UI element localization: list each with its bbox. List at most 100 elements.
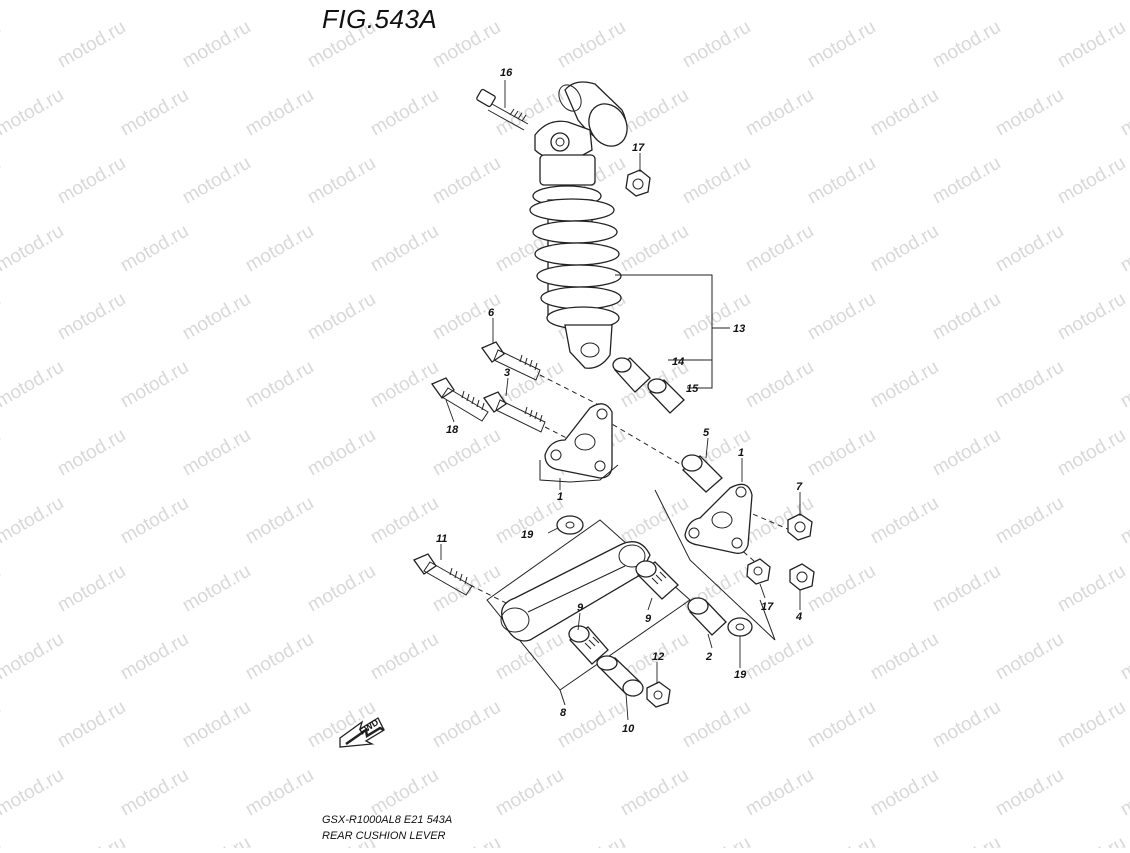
callout-15: 15 xyxy=(686,383,699,395)
watermark-text: motod.ru xyxy=(804,561,879,617)
watermark-text: motod.ru xyxy=(992,85,1067,141)
watermark-text: motod.ru xyxy=(1117,629,1130,685)
watermark-text: motod.ru xyxy=(1054,17,1129,73)
watermark-text: motod.ru xyxy=(242,493,317,549)
watermark-text: motod.ru xyxy=(804,17,879,73)
watermark-text: motod.ru xyxy=(992,493,1067,549)
watermark-text: motod.ru xyxy=(117,357,192,413)
watermark-text: motod.ru xyxy=(242,357,317,413)
watermark-text: motod.ru xyxy=(304,289,379,345)
watermark-text: motod.ru xyxy=(992,357,1067,413)
watermark-text: motod.ru xyxy=(0,221,67,277)
bolt-3 xyxy=(483,391,546,433)
watermark-text: motod.ru xyxy=(1054,833,1129,848)
watermark-text: motod.ru xyxy=(1054,697,1129,753)
washer-19-upper xyxy=(556,515,584,535)
watermark-text: motod.ru xyxy=(429,153,504,209)
watermark-text: motod.ru xyxy=(0,17,4,73)
watermark-text: motod.ru xyxy=(0,561,4,617)
watermark-text: motod.ru xyxy=(179,833,254,848)
watermark-text: motod.ru xyxy=(867,357,942,413)
watermark-text: motod.ru xyxy=(804,289,879,345)
callout-9-right: 9 xyxy=(645,613,652,625)
callout-13: 13 xyxy=(733,323,745,335)
collar-5 xyxy=(681,454,723,493)
watermark-text: motod.ru xyxy=(867,85,942,141)
callout-9-left: 9 xyxy=(577,602,584,614)
watermark-text: motod.ru xyxy=(54,561,129,617)
callout-12: 12 xyxy=(652,651,664,663)
callout-8: 8 xyxy=(560,707,567,719)
callout-10: 10 xyxy=(622,723,635,735)
watermark-text: motod.ru xyxy=(429,425,504,481)
watermark-text: motod.ru xyxy=(679,17,754,73)
watermark-text: motod.ru xyxy=(992,765,1067,821)
callout-2: 2 xyxy=(705,651,712,663)
watermark-text: motod.ru xyxy=(929,561,1004,617)
watermark-text: motod.ru xyxy=(54,833,129,848)
watermark-text: motod.ru xyxy=(617,493,692,549)
nut-17-lower xyxy=(746,558,771,585)
watermark-text: motod.ru xyxy=(1117,493,1130,549)
lever-8-outline xyxy=(486,519,691,706)
callouts: 16 17 13 14 15 6 3 18 1 5 1 7 19 11 9 9 … xyxy=(436,67,803,735)
watermark-text: motod.ru xyxy=(1117,357,1130,413)
watermark-text: motod.ru xyxy=(0,765,67,821)
watermark-text: motod.ru xyxy=(554,17,629,73)
watermark-text: motod.ru xyxy=(117,765,192,821)
bolt-18 xyxy=(431,377,489,422)
watermark-text: motod.ru xyxy=(0,833,4,848)
watermark-text: motod.ru xyxy=(617,85,692,141)
watermark-text: motod.ru xyxy=(992,221,1067,277)
watermark-text: motod.ru xyxy=(304,561,379,617)
callout-19-upper: 19 xyxy=(521,529,534,541)
watermark-text: motod.ru xyxy=(179,425,254,481)
watermark-text: motod.ru xyxy=(617,765,692,821)
watermark-text: motod.ru xyxy=(242,85,317,141)
watermark-text: motod.ru xyxy=(492,0,567,4)
watermark-text: motod.ru xyxy=(929,153,1004,209)
watermark-text: motod.ru xyxy=(1054,289,1129,345)
figure-footer: GSX-R1000AL8 E21 543A REAR CUSHION LEVER xyxy=(322,812,452,844)
watermark-text: motod.ru xyxy=(367,493,442,549)
watermark-text: motod.ru xyxy=(0,0,67,4)
watermark-text: motod.ru xyxy=(492,765,567,821)
callout-18: 18 xyxy=(446,424,459,436)
watermark-text: motod.ru xyxy=(679,289,754,345)
callout-17-lower: 17 xyxy=(761,601,774,613)
collar-10 xyxy=(596,655,644,697)
watermark-text: motod.ru xyxy=(929,289,1004,345)
bolt-16 xyxy=(476,88,529,131)
watermark-text: motod.ru xyxy=(367,629,442,685)
watermark-text: motod.ru xyxy=(0,425,4,481)
watermark-text: motod.ru xyxy=(1054,425,1129,481)
watermark-text: motod.ru xyxy=(117,629,192,685)
watermark-text: motod.ru xyxy=(742,765,817,821)
watermark-text: motod.ru xyxy=(929,425,1004,481)
watermark-text: motod.ru xyxy=(1117,85,1130,141)
rear-shock-absorber xyxy=(529,81,628,369)
watermark-text: motod.ru xyxy=(0,85,67,141)
watermark-text: motod.ru xyxy=(54,425,129,481)
watermark-text: motod.ru xyxy=(929,697,1004,753)
watermark-text: motod.ru xyxy=(1054,153,1129,209)
watermark-text: motod.ru xyxy=(367,357,442,413)
watermark-text: motod.ru xyxy=(304,153,379,209)
watermark-text: motod.ru xyxy=(0,629,67,685)
watermark-text: motod.ru xyxy=(742,0,817,4)
watermark-text: motod.ru xyxy=(867,493,942,549)
watermark-text: motod.ru xyxy=(1117,765,1130,821)
watermark-text: motod.ru xyxy=(679,833,754,848)
watermark-text: motod.ru xyxy=(679,153,754,209)
footer-model-code: GSX-R1000AL8 E21 543A xyxy=(322,814,453,826)
callout-7: 7 xyxy=(796,481,803,493)
watermark-text: motod.ru xyxy=(804,833,879,848)
watermark-text: motod.ru xyxy=(554,697,629,753)
watermark-text: motod.ru xyxy=(1054,561,1129,617)
watermark-text: motod.ru xyxy=(117,0,192,4)
watermark-text: motod.ru xyxy=(929,833,1004,848)
figure-title: FIG.543A xyxy=(322,4,438,34)
watermark-text: motod.ru xyxy=(867,221,942,277)
watermark-text: motod.ru xyxy=(179,697,254,753)
callout-4: 4 xyxy=(795,611,802,623)
